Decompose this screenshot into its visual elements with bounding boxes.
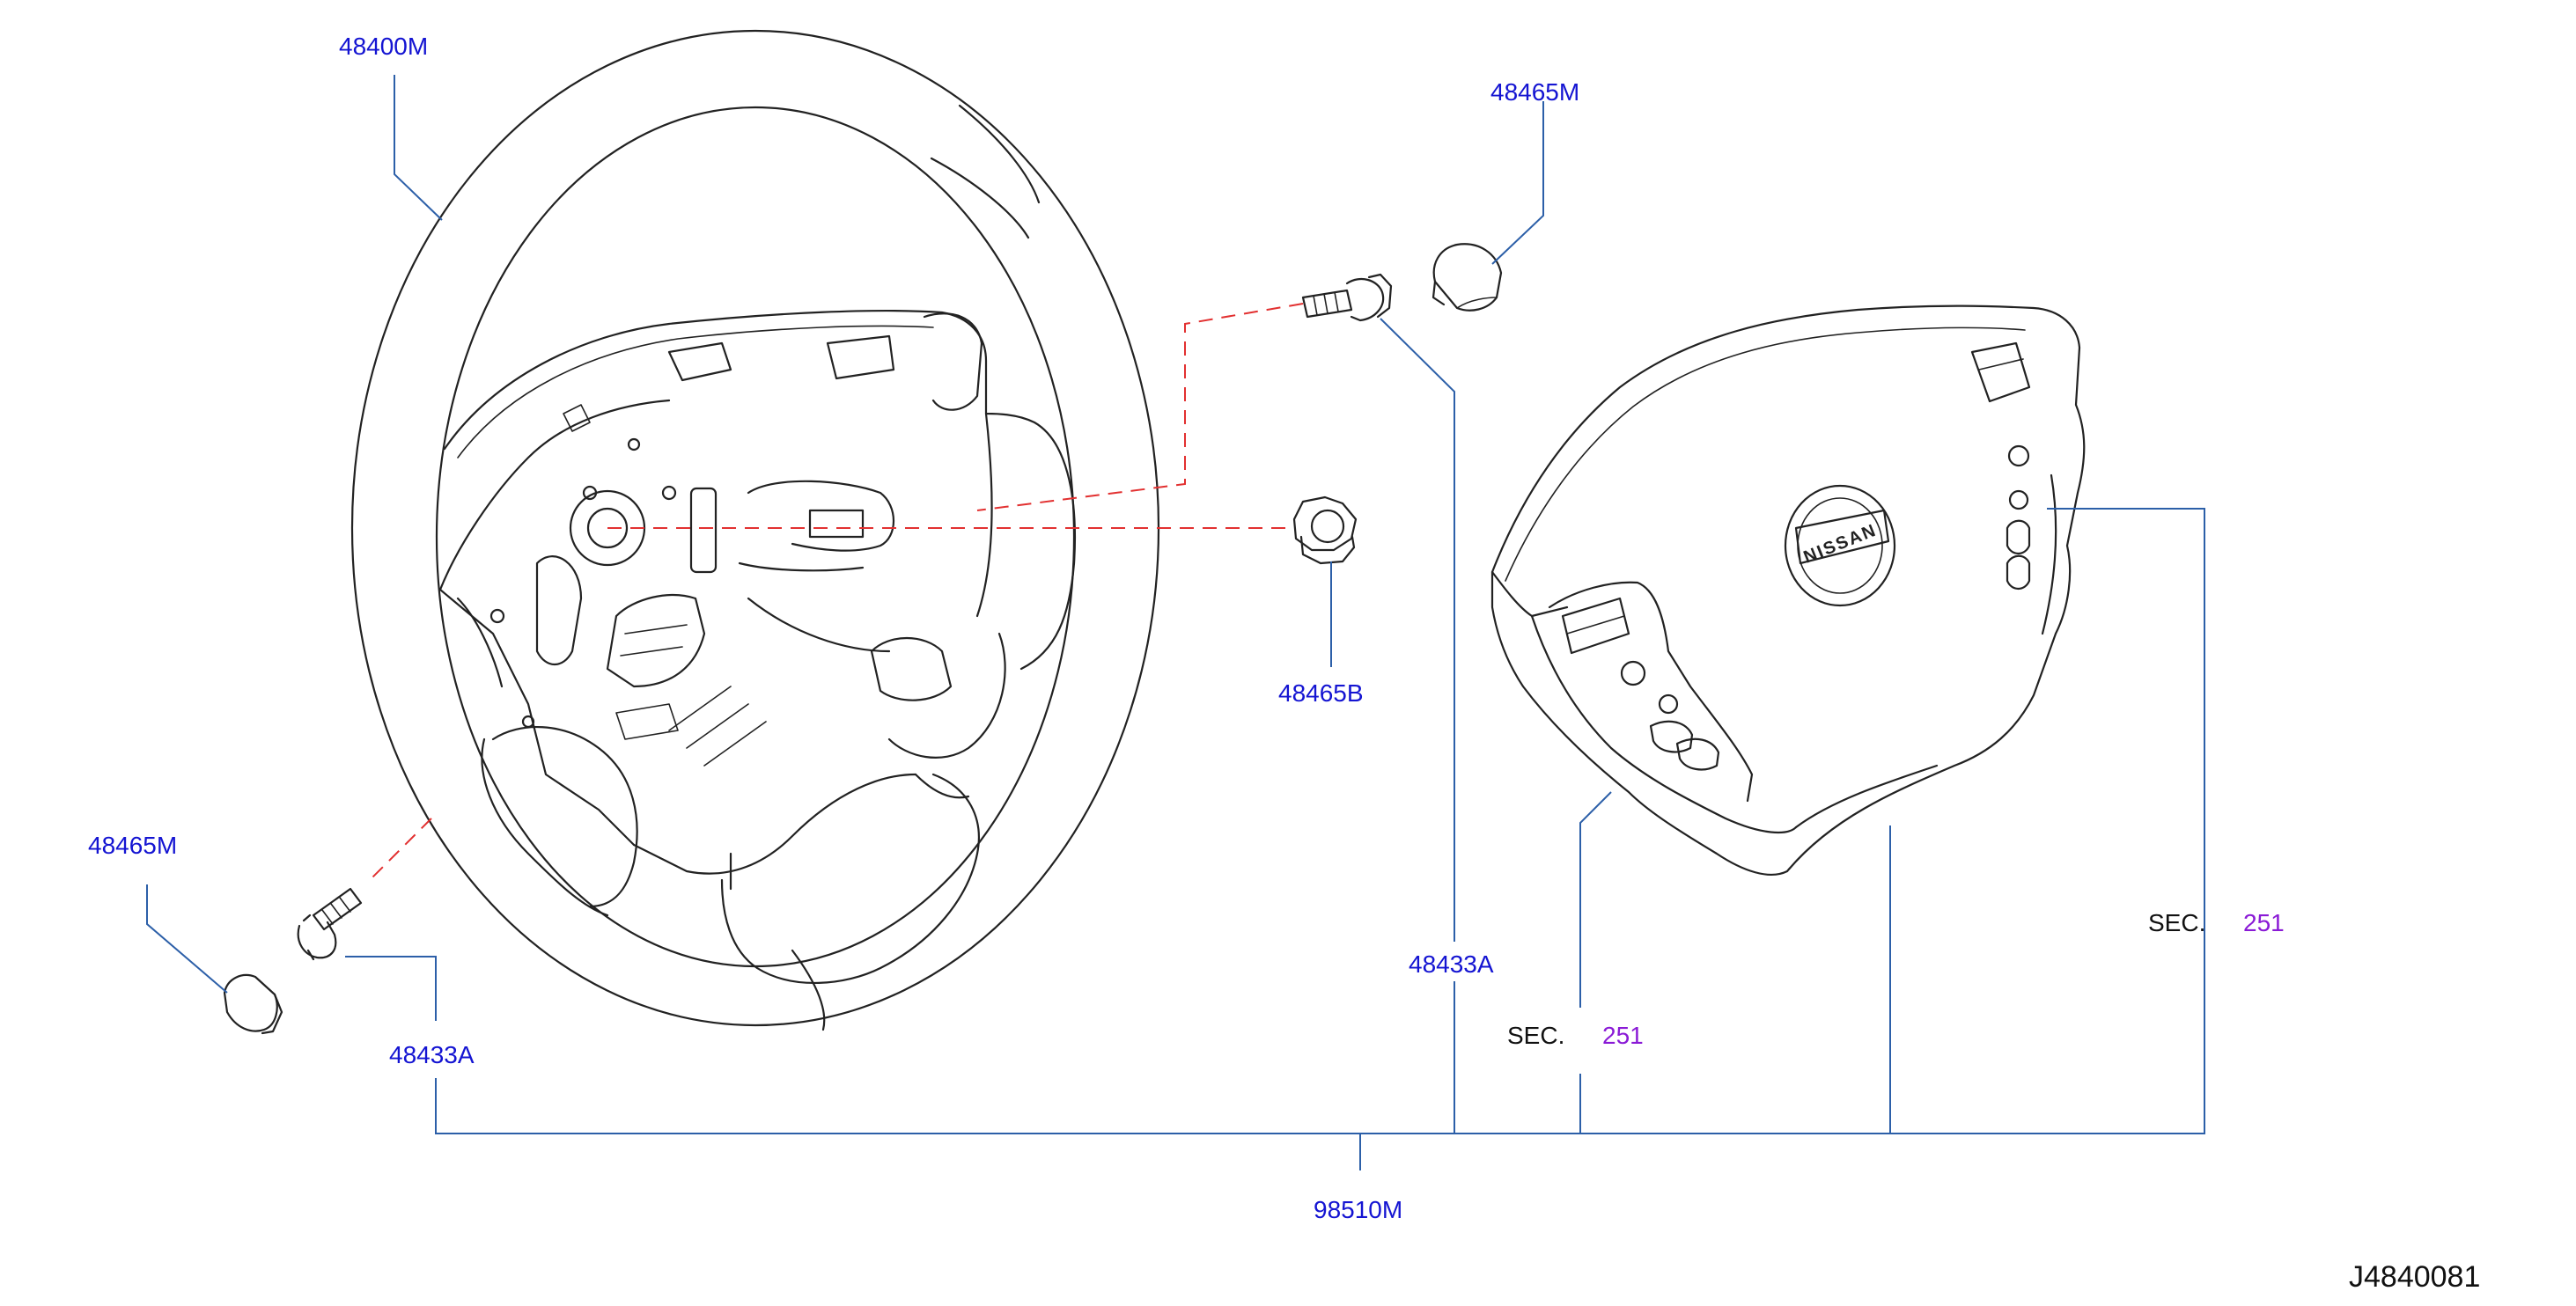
part-labels: 48400M 48465M 48465B 48433A 48465M 48433… (88, 33, 1579, 1223)
section-ref-prefix: SEC. (1507, 1022, 1564, 1049)
label-assembly[interactable]: 98510M (1314, 1196, 1402, 1223)
bolt-upper-drawing (1301, 273, 1393, 322)
cap-upper-drawing (1432, 243, 1503, 312)
section-ref-number[interactable]: 251 (1602, 1022, 1644, 1049)
section-ref-prefix: SEC. (2148, 909, 2205, 936)
airbag-module-drawing: NISSAN (1490, 304, 2086, 876)
cap-left-drawing (223, 973, 283, 1035)
emblem-text: NISSAN (1801, 520, 1880, 567)
label-bolt-left[interactable]: 48433A (389, 1041, 475, 1068)
leader-lines (146, 75, 2205, 1170)
label-steering-wheel[interactable]: 48400M (339, 33, 428, 60)
label-cap-upper[interactable]: 48465M (1490, 78, 1579, 106)
section-ref-number[interactable]: 251 (2243, 909, 2285, 936)
steering-wheel-drawing (350, 29, 1160, 1031)
assembly-guide-lines (369, 303, 1304, 881)
diagram-id: J4840081 (2349, 1260, 2480, 1294)
label-cap-left[interactable]: 48465M (88, 832, 177, 859)
label-nut[interactable]: 48465B (1278, 679, 1364, 707)
label-bolt-upper[interactable]: 48433A (1409, 950, 1494, 978)
nut-drawing (1292, 495, 1358, 565)
section-ref-lower: SEC. 251 (1507, 1022, 1644, 1049)
bolt-left-drawing (297, 887, 363, 961)
section-ref-right: SEC. 251 (2148, 909, 2285, 936)
